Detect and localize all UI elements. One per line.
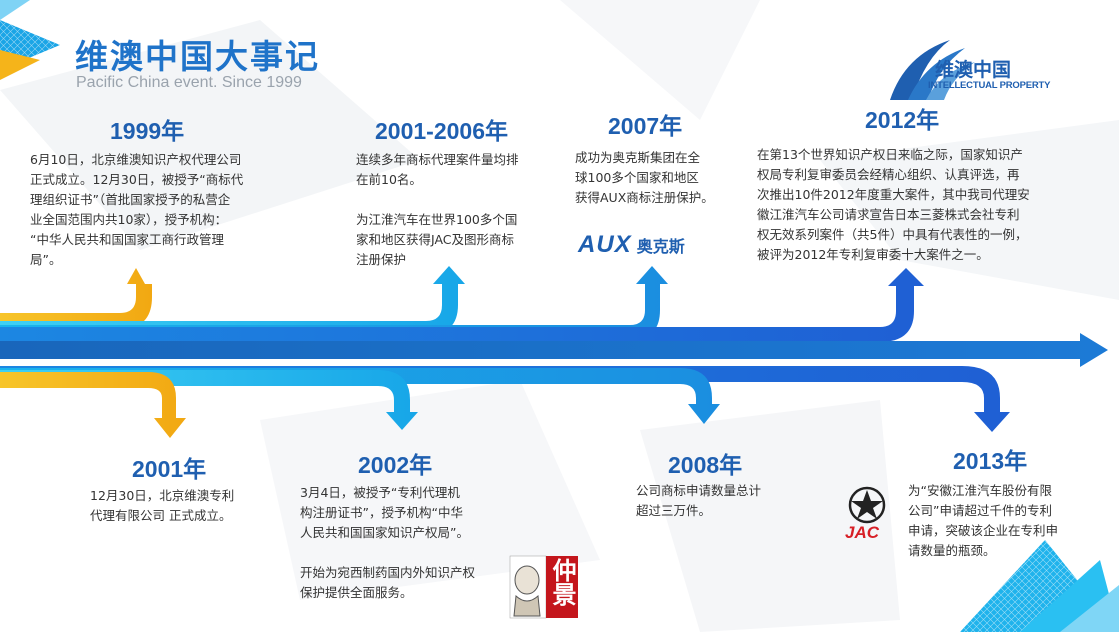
event-1999-desc: 6月10日，北京维澳知识产权代理公司 正式成立。12月30日，被授予“商标代 理… xyxy=(30,152,244,267)
aux-logo-cn: 奥克斯 xyxy=(636,237,685,256)
jac-emblem xyxy=(848,486,886,524)
branch-2001 xyxy=(0,372,186,438)
corner-decoration-bottom-right xyxy=(960,540,1119,632)
event-2012-desc: 在第13个世界知识产权日来临之际，国家知识产 权局专利复审委员会经精心组织、认真… xyxy=(757,147,1030,262)
year-2001-2006: 2001-2006年 xyxy=(375,118,508,144)
page-subtitle: Pacific China event. Since 1999 xyxy=(76,74,302,91)
branch-1999 xyxy=(0,268,152,329)
zhongjing-seal xyxy=(509,555,578,619)
aux-logo-en: AUX xyxy=(578,231,632,258)
aux-logo: AUX 奥克斯 xyxy=(578,231,685,259)
branch-2001-2006 xyxy=(0,266,465,335)
year-2001: 2001年 xyxy=(132,456,207,482)
company-logo-mark xyxy=(890,40,975,100)
event-2008-desc: 公司商标申请数量总计 超过三万件。 xyxy=(636,483,762,518)
page-title: 维澳中国大事记 xyxy=(75,37,320,76)
event-2013-desc: 为“安徽江淮汽车股份有限 公司”申请超过千件的专利 申请，突破该企业在专利申 请… xyxy=(908,483,1059,558)
corner-decoration-top-left xyxy=(0,0,60,80)
logo-name: 维澳中国 xyxy=(935,59,1012,81)
year-2002: 2002年 xyxy=(358,452,433,478)
year-2008: 2008年 xyxy=(668,452,743,478)
year-2013: 2013年 xyxy=(953,448,1028,474)
year-2007: 2007年 xyxy=(608,113,683,139)
main-timeline-arrow xyxy=(0,333,1108,367)
event-2001-2006-desc: 连续多年商标代理案件量均排 在前10名。 为江淮汽车在世界100多个国 家和地区… xyxy=(356,152,519,267)
seal-text: 仲景 xyxy=(548,558,576,606)
year-1999: 1999年 xyxy=(110,118,185,144)
branch-2012 xyxy=(0,268,924,342)
event-2002-desc: 3月4日，被授予“专利代理机 构注册证书”，授予机构“中华 人民共和国国家知识产… xyxy=(300,485,476,600)
event-2001-desc: 12月30日，北京维澳专利 代理有限公司 正式成立。 xyxy=(90,488,235,523)
jac-logo-text: JAC xyxy=(845,523,880,542)
event-2007-desc: 成功为奥克斯集团在全 球100多个国家和地区 获得AUX商标注册保护。 xyxy=(575,150,714,205)
year-2012: 2012年 xyxy=(865,107,940,133)
logo-subtitle: INTELLECTUAL PROPERTY xyxy=(928,80,1051,91)
